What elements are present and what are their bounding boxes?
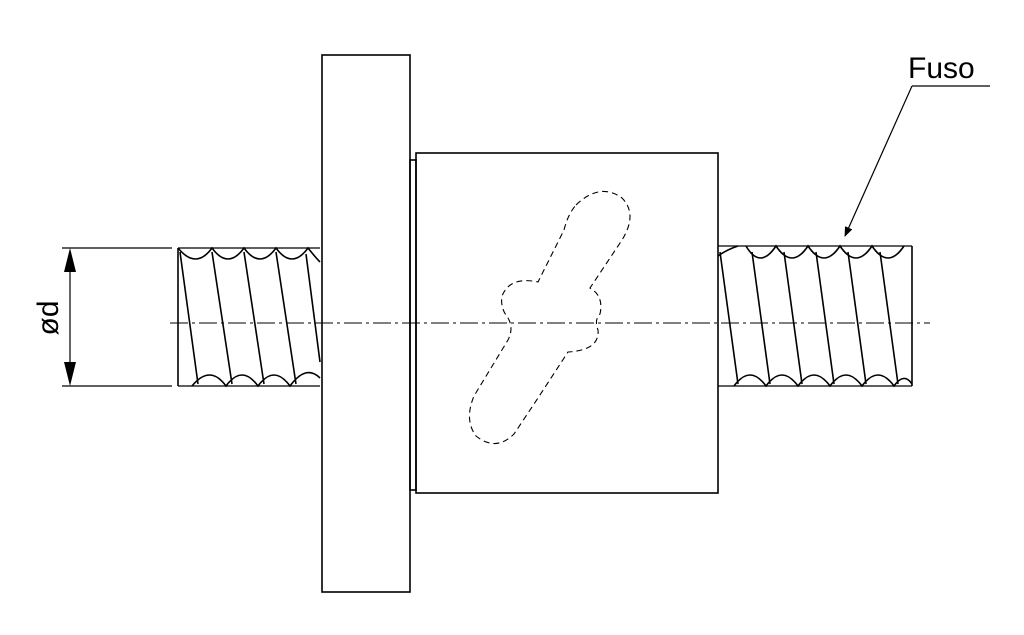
dimension-arrow-down-icon (64, 362, 76, 386)
part-callout: Fuso (844, 52, 990, 237)
hidden-recirculation-channel (468, 190, 631, 445)
diameter-dimension: ød (32, 247, 172, 387)
part-label: Fuso (908, 52, 975, 85)
dimension-arrow-up-icon (64, 248, 76, 272)
right-screw-shaft (717, 244, 913, 388)
diameter-label: ød (32, 300, 65, 335)
left-screw-shaft (177, 246, 321, 388)
